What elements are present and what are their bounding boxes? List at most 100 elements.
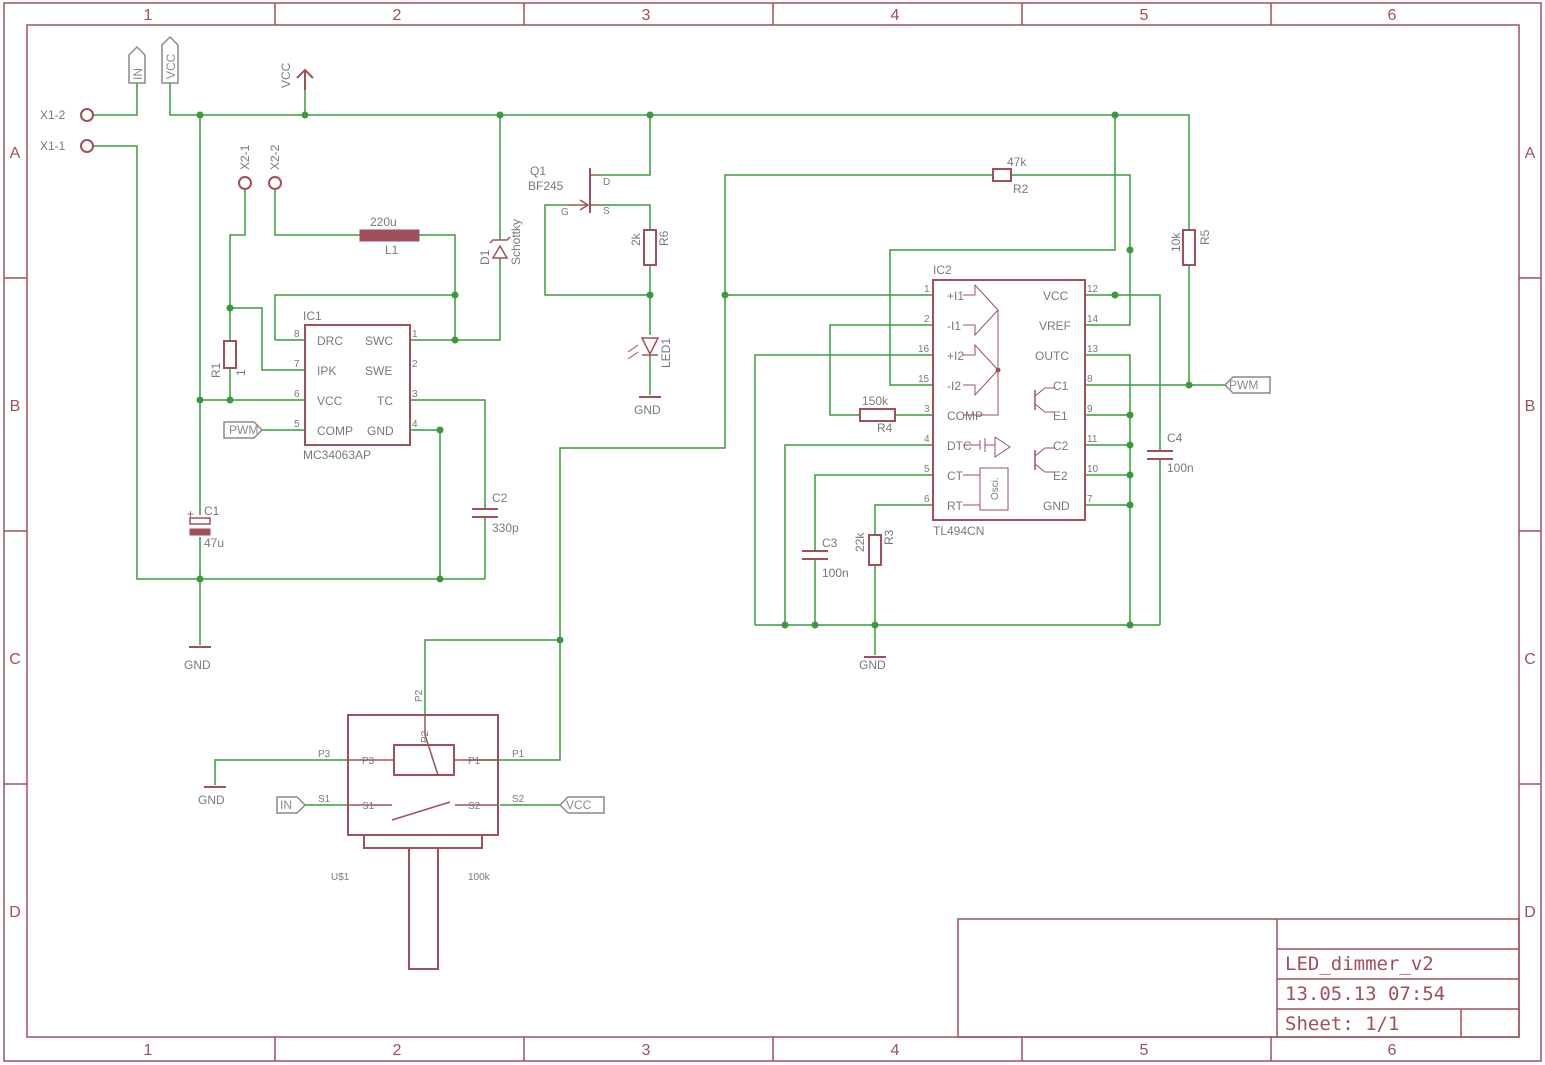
vcc-supply-label: VCC — [279, 62, 293, 88]
ic2-pin-num: 5 — [924, 464, 930, 475]
connector-x1-2-label: X1-2 — [40, 108, 66, 122]
connector-x1-1-label: X1-1 — [40, 139, 66, 153]
schottky-diode-d1[interactable]: D1 Schottky — [478, 219, 523, 265]
r1-value: 1 — [234, 369, 248, 376]
ic1-part: MC34063AP — [303, 448, 371, 462]
ic2-pin-num: 1 — [924, 284, 930, 295]
r2-name: R2 — [1013, 182, 1029, 196]
inductor-l1[interactable]: 220u L1 — [359, 215, 420, 257]
row-label-right: B — [1525, 398, 1536, 415]
connector-x1-1[interactable]: X1-1 — [40, 139, 94, 153]
d1-value: Schottky — [509, 219, 523, 265]
r6-name: R6 — [657, 230, 671, 246]
col-label-top: 4 — [891, 7, 900, 24]
c4-value: 100n — [1167, 461, 1194, 475]
led1[interactable]: LED1 — [627, 337, 673, 368]
port-in-pot: IN — [276, 796, 307, 814]
resistor-r4[interactable]: 150k R4 — [859, 394, 896, 435]
led1-name: LED1 — [659, 338, 673, 368]
capacitor-c3[interactable]: C3 100n — [802, 536, 849, 580]
c3-value: 100n — [822, 566, 849, 580]
ic1-name: IC1 — [303, 309, 322, 323]
ic2-pin-num: 11 — [1087, 434, 1098, 445]
resistor-r1[interactable]: R1 1 — [209, 340, 248, 378]
capacitor-c2[interactable]: C2 330p — [472, 491, 519, 535]
r4-value: 150k — [862, 394, 889, 408]
row-label-left: B — [10, 398, 21, 415]
ic1-pin-name: COMP — [317, 424, 353, 438]
d1-name: D1 — [478, 249, 492, 265]
transistor-icon — [1034, 387, 1055, 473]
q1-gate: G — [561, 207, 569, 218]
gnd-label: GND — [198, 793, 225, 807]
gnd-label: GND — [859, 658, 886, 672]
connector-x2-2[interactable]: X2-2 — [268, 144, 282, 190]
resistor-r6[interactable]: 2k R6 — [629, 229, 671, 266]
potentiometer-u1[interactable]: P3 P3 P1 P1 P2 P2 S1 S1 S2 S2 U$1 100k — [318, 689, 525, 970]
r4-name: R4 — [877, 421, 893, 435]
gnd-symbol-ic2: GND — [859, 656, 886, 672]
ic2-part: TL494CN — [933, 524, 984, 538]
c2-name: C2 — [492, 491, 508, 505]
q1-part: BF245 — [528, 179, 564, 193]
connector-x2-1[interactable]: X2-1 — [238, 144, 252, 190]
r5-value: 10k — [1169, 232, 1183, 252]
port-pwm-ic1-label: PWM — [229, 423, 258, 437]
ic2-pin-num: 16 — [918, 344, 930, 355]
ic2-pin-num: 10 — [1087, 464, 1099, 475]
ic2-pin-name: -I1 — [947, 319, 961, 333]
q1-drain: D — [603, 177, 610, 188]
ic2-pin-num: 9 — [1087, 404, 1093, 415]
ic1-pin-name: SWE — [365, 364, 392, 378]
resistor-r2[interactable]: 47k R2 — [992, 155, 1029, 196]
row-label-right: A — [1525, 145, 1536, 162]
pot-s1-inner: S1 — [362, 801, 375, 812]
port-pwm-ic2-label: PWM — [1229, 378, 1258, 392]
port-vcc-top-label: VCC — [164, 53, 178, 79]
resistor-r3[interactable]: 22k R3 — [853, 529, 896, 566]
ic2-pin-name: +I1 — [947, 289, 964, 303]
c3-name: C3 — [822, 536, 838, 550]
capacitor-c4[interactable]: C4 100n — [1147, 431, 1194, 475]
gnd-symbol-c1: GND — [184, 646, 211, 672]
ic2-pin-name: C2 — [1053, 439, 1069, 453]
ic1-pin-name: SWC — [365, 334, 393, 348]
pot-s2-inner: S2 — [468, 801, 481, 812]
col-label-bottom: 3 — [642, 1042, 651, 1059]
ic2-pin-name: CT — [947, 469, 964, 483]
ic1-pin-num: 3 — [412, 389, 418, 400]
ic2-pin-num: 14 — [1087, 314, 1099, 325]
ic2-pin-name: -I2 — [947, 379, 961, 393]
q1-jfet[interactable]: Q1 BF245 G D S — [528, 164, 610, 218]
ic2-name: IC2 — [933, 263, 952, 277]
pot-p3-inner: P3 — [362, 756, 375, 767]
connector-x1-2[interactable]: X1-2 — [40, 108, 94, 122]
c1-value: 47u — [204, 536, 224, 550]
ic2-pin-name: VREF — [1039, 319, 1071, 333]
title-sheet: Sheet: 1/1 — [1285, 1013, 1399, 1035]
capacitor-c1[interactable]: + C1 47u — [187, 504, 224, 550]
pot-name: U$1 — [331, 872, 350, 883]
ic2-pin-num: 12 — [1087, 284, 1099, 295]
resistor-r5[interactable]: 10k R5 — [1169, 229, 1212, 266]
r3-name: R3 — [882, 529, 896, 545]
col-label-top: 5 — [1140, 7, 1149, 24]
l1-value: 220u — [370, 215, 397, 229]
ic2-tl494[interactable]: IC2 TL494CN 1 +I1 2 -I1 16 +I2 15 -I2 3 … — [918, 263, 1099, 538]
ic1-mc34063[interactable]: IC1 MC34063AP 8 DRC 7 IPK 6 VCC 5 COMP 1… — [294, 309, 418, 462]
port-in-top: IN — [128, 45, 146, 84]
ic2-pin-num: 15 — [918, 374, 930, 385]
ic1-pin-name: IPK — [317, 364, 336, 378]
col-label-bottom: 1 — [144, 1042, 153, 1059]
title-date: 13.05.13 07:54 — [1285, 983, 1445, 1005]
osc-label: Osci. — [990, 477, 1001, 500]
ic1-pin-num: 2 — [412, 359, 418, 370]
connector-x2-1-label: X2-1 — [238, 144, 252, 170]
ic1-pin-name: VCC — [317, 394, 343, 408]
row-label-left: D — [9, 904, 21, 921]
port-vcc-pot-label: VCC — [566, 798, 592, 812]
port-pwm-ic2: PWM — [1223, 376, 1271, 394]
title-block: LED_dimmer_v2 13.05.13 07:54 Sheet: 1/1 — [957, 918, 1520, 1038]
ic2-pin-name: COMP — [947, 409, 983, 423]
